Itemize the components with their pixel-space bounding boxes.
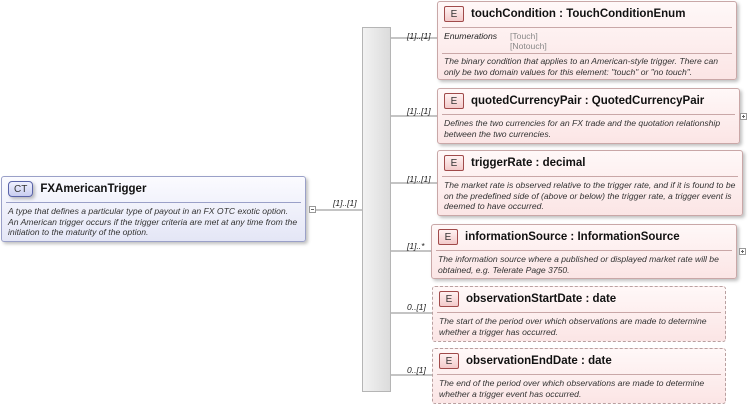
element-observationStartDate[interactable]: E observationStartDate : date The start … bbox=[432, 286, 726, 342]
element-type: date bbox=[592, 293, 617, 305]
complex-type-badge: CT bbox=[8, 181, 34, 197]
complex-type-box[interactable]: CT FXAmericanTrigger A type that defines… bbox=[1, 176, 306, 242]
element-type: decimal bbox=[542, 157, 586, 169]
element-name: informationSource bbox=[465, 231, 568, 243]
element-observationEndDate[interactable]: E observationEndDate : date The end of t… bbox=[432, 348, 726, 404]
element-type: QuotedCurrencyPair bbox=[591, 95, 705, 107]
element-badge: E bbox=[439, 291, 459, 307]
element-documentation: The information source where a published… bbox=[438, 254, 719, 275]
element-documentation: The start of the period over which obser… bbox=[439, 316, 707, 337]
expand-toggle[interactable] bbox=[739, 248, 746, 255]
element-name: touchCondition bbox=[471, 8, 556, 20]
element-documentation: The binary condition that applies to an … bbox=[444, 56, 719, 77]
enumeration-value: [Touch] bbox=[510, 31, 538, 41]
element-badge: E bbox=[444, 93, 464, 109]
collapse-toggle[interactable] bbox=[309, 206, 316, 213]
enumerations-label: Enumerations bbox=[444, 31, 498, 41]
element-badge: E bbox=[439, 353, 459, 369]
sequence-cardinality: [1]..[1] bbox=[333, 198, 357, 208]
element-name: observationEndDate bbox=[466, 355, 578, 367]
element-documentation: The market rate is observed relative to … bbox=[444, 180, 736, 211]
element-cardinality: [1]..[1] bbox=[407, 31, 431, 41]
element-cardinality: 0..[1] bbox=[407, 302, 426, 312]
element-badge: E bbox=[444, 6, 464, 22]
sequence-compositor[interactable] bbox=[362, 27, 391, 392]
element-name: triggerRate bbox=[471, 157, 533, 169]
element-name: observationStartDate bbox=[466, 293, 583, 305]
element-informationSource[interactable]: E informationSource : InformationSource … bbox=[431, 224, 737, 279]
element-triggerRate[interactable]: E triggerRate : decimal The market rate … bbox=[437, 150, 743, 216]
element-documentation: The end of the period over which observa… bbox=[439, 378, 705, 399]
element-type: InformationSource bbox=[577, 231, 680, 243]
expand-toggle[interactable] bbox=[740, 113, 747, 120]
element-badge: E bbox=[438, 229, 458, 245]
element-name: quotedCurrencyPair bbox=[471, 95, 582, 107]
element-cardinality: [1]..[1] bbox=[407, 106, 431, 116]
element-type: TouchConditionEnum bbox=[566, 8, 686, 20]
complex-type-name: FXAmericanTrigger bbox=[40, 183, 147, 195]
element-documentation: Defines the two currencies for an FX tra… bbox=[444, 118, 721, 139]
element-touchCondition[interactable]: E touchCondition : TouchConditionEnum En… bbox=[437, 1, 737, 80]
element-cardinality: 0..[1] bbox=[407, 365, 426, 375]
element-quotedCurrencyPair[interactable]: E quotedCurrencyPair : QuotedCurrencyPai… bbox=[437, 88, 740, 144]
complex-type-documentation: A type that defines a particular type of… bbox=[8, 206, 298, 237]
element-type: date bbox=[588, 355, 612, 367]
element-cardinality: [1]..* bbox=[407, 241, 425, 251]
enumeration-value: [Notouch] bbox=[510, 41, 547, 51]
element-cardinality: [1]..[1] bbox=[407, 174, 431, 184]
element-badge: E bbox=[444, 155, 464, 171]
